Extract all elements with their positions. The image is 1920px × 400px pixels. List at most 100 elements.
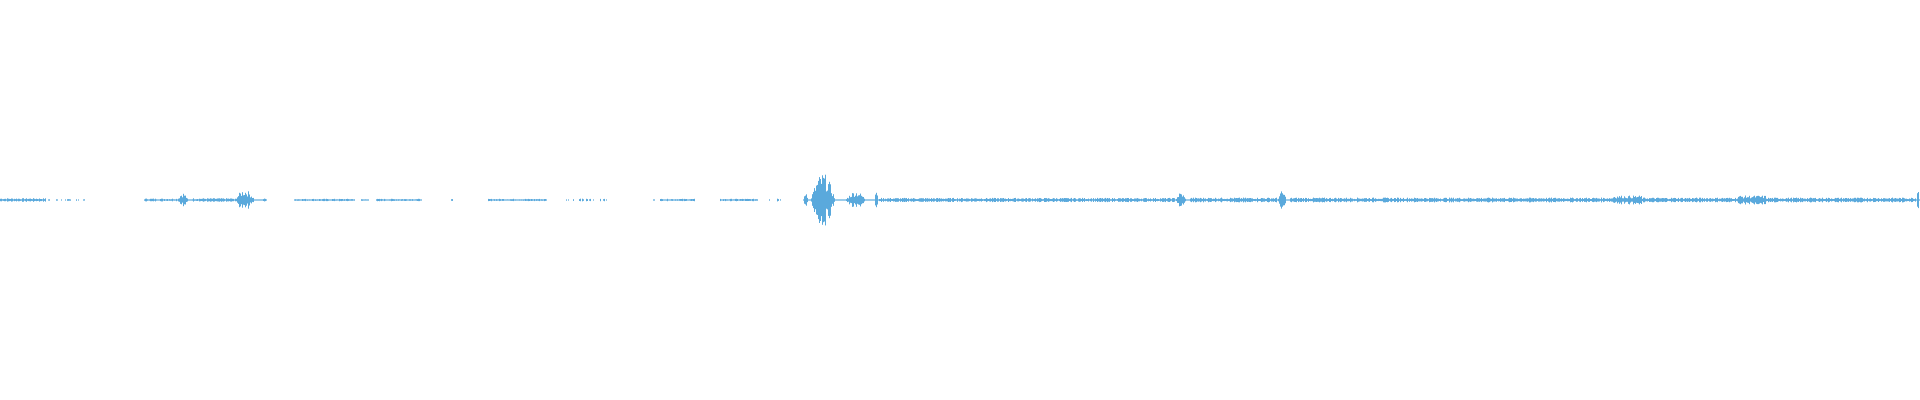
waveform-bar <box>1806 199 1807 201</box>
waveform-bar <box>1183 195 1184 205</box>
waveform-bar <box>336 199 337 201</box>
waveform-segment <box>1190 197 1277 203</box>
waveform-bar <box>346 199 347 201</box>
waveform-bar <box>49 199 50 201</box>
waveform-bar <box>1758 195 1759 205</box>
waveform-bar <box>1534 198 1535 202</box>
waveform-bar <box>400 199 401 201</box>
waveform-bar <box>1838 197 1839 203</box>
waveform-segment <box>1613 195 1642 205</box>
waveform-bar <box>1531 198 1532 202</box>
waveform-bar <box>1585 198 1586 202</box>
waveform-bar <box>1419 198 1420 202</box>
waveform-bar <box>332 199 333 201</box>
waveform-bar <box>1651 198 1652 202</box>
waveform-bar <box>846 199 847 201</box>
waveform-bar <box>253 197 254 203</box>
waveform-bar <box>318 199 319 201</box>
waveform-bar <box>1058 199 1059 201</box>
waveform-bar <box>519 199 520 201</box>
waveform-bar <box>488 198 489 202</box>
waveform-bar <box>1587 198 1588 202</box>
waveform-bar <box>402 199 403 201</box>
waveform-bar <box>165 199 166 201</box>
waveform-bar <box>734 199 735 201</box>
waveform-bar <box>1443 198 1444 202</box>
waveform-bar <box>526 199 527 201</box>
waveform-bar <box>1093 198 1094 202</box>
waveform-bar <box>1004 198 1005 202</box>
waveform-bar <box>1067 198 1068 202</box>
waveform-bar <box>1291 197 1292 203</box>
waveform-bar <box>1218 198 1219 202</box>
waveform-bar <box>1779 199 1780 201</box>
waveform-bar <box>83 199 84 201</box>
waveform-bar <box>940 198 941 202</box>
waveform-bar <box>932 198 933 202</box>
waveform-bar <box>1500 198 1501 202</box>
waveform-bar <box>929 198 930 202</box>
waveform-bar <box>1753 196 1754 204</box>
waveform-bar <box>1125 198 1126 202</box>
waveform-bar <box>1418 198 1419 202</box>
waveform-bar <box>56 199 57 201</box>
waveform-bar <box>1697 198 1698 202</box>
waveform-bar <box>1038 198 1039 202</box>
waveform-segment <box>144 198 177 202</box>
waveform-bar <box>892 199 893 201</box>
waveform-bar <box>939 198 940 202</box>
waveform-bar <box>1539 198 1540 202</box>
waveform-bar <box>1613 197 1614 203</box>
waveform-bar <box>1797 198 1798 202</box>
waveform-bar <box>13 199 14 201</box>
waveform-bar <box>1449 197 1450 203</box>
waveform-bar <box>1523 198 1524 202</box>
waveform-bar <box>1180 193 1181 206</box>
waveform-bar <box>1473 198 1474 202</box>
waveform-bar <box>1264 198 1265 202</box>
waveform-bar <box>1845 198 1846 202</box>
waveform-bar <box>818 180 819 220</box>
waveform-bar <box>1828 197 1829 203</box>
waveform-bar <box>1536 198 1537 202</box>
waveform-bar <box>1682 197 1683 202</box>
waveform-bar <box>604 198 605 202</box>
waveform-bar <box>1533 198 1534 203</box>
waveform-bar <box>1665 198 1666 203</box>
waveform-bar <box>1001 198 1002 202</box>
waveform-bar <box>1904 198 1905 202</box>
waveform-bar <box>1034 198 1035 202</box>
waveform-bar <box>316 199 317 201</box>
waveform-bar <box>1908 199 1909 201</box>
waveform-bar <box>1297 199 1298 201</box>
waveform-bar <box>744 199 745 201</box>
waveform-bar <box>1673 198 1674 202</box>
waveform-bar <box>1334 198 1335 202</box>
waveform-bar <box>1463 198 1464 202</box>
waveform-bar <box>589 199 590 201</box>
waveform-bar <box>1582 198 1583 202</box>
waveform-bar <box>883 198 884 202</box>
waveform-bar <box>972 198 973 202</box>
waveform-bar <box>600 198 601 202</box>
waveform-bar <box>878 199 879 201</box>
waveform-bar <box>1337 199 1338 201</box>
waveform-bar <box>941 198 942 202</box>
waveform-bar <box>1725 198 1726 202</box>
waveform-bar <box>1236 198 1237 203</box>
waveform-bar <box>694 198 695 202</box>
waveform-bar <box>330 199 331 201</box>
waveform-bar <box>1026 198 1027 202</box>
waveform-bar <box>38 199 39 201</box>
waveform-bar <box>1259 199 1260 201</box>
waveform-bar <box>161 198 162 202</box>
waveform-bar <box>1022 198 1023 202</box>
waveform-bar <box>1861 197 1862 203</box>
waveform-bar <box>1504 197 1505 203</box>
waveform-bar <box>302 199 303 201</box>
waveform-bar <box>1094 199 1095 201</box>
waveform-bar <box>412 199 413 201</box>
waveform-bar <box>905 198 906 202</box>
waveform-bar <box>1243 197 1244 203</box>
waveform-bar <box>500 199 501 201</box>
